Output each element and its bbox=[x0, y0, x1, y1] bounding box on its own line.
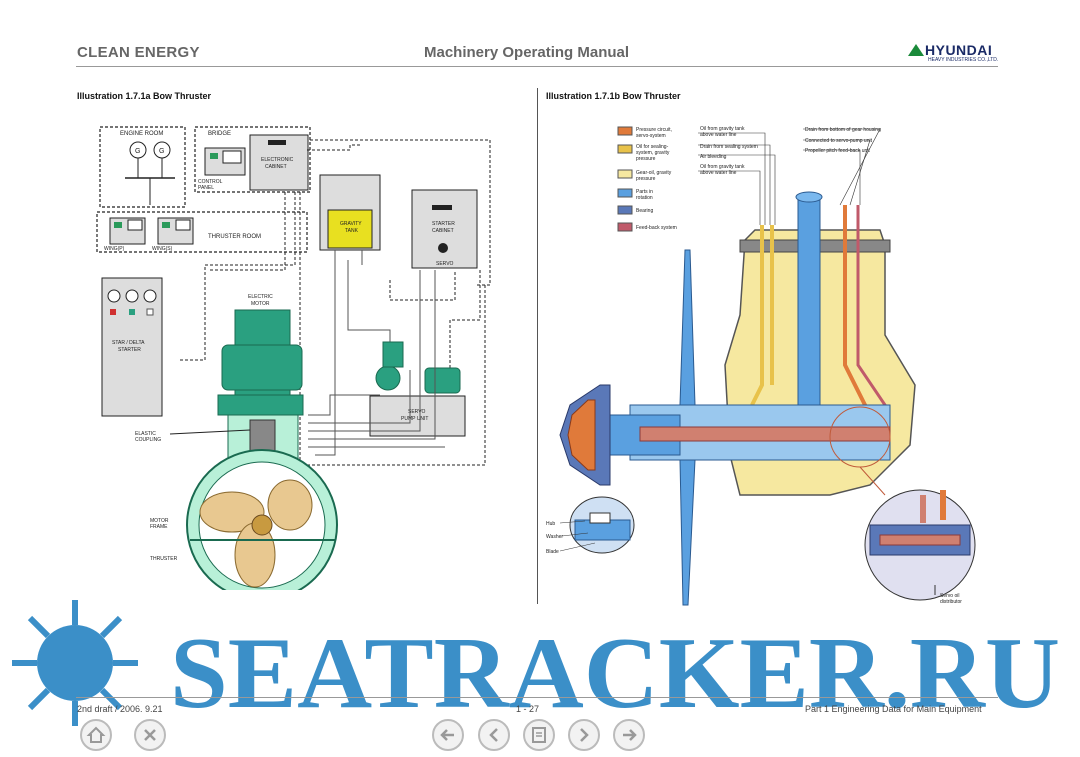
callout-air-bleeding: Air bleeding bbox=[700, 154, 727, 160]
inset-washer-label: Washer bbox=[546, 534, 563, 540]
inset-hub-label: Hub bbox=[546, 521, 555, 527]
seatracker-watermark: SEATRACKER.RU bbox=[12, 600, 1060, 730]
elastic-coupling-label-1: ELASTIC bbox=[135, 431, 156, 437]
home-icon bbox=[86, 726, 106, 743]
footer-rule bbox=[76, 697, 998, 698]
footer-section: Part 1 Engineering Data for Main Equipme… bbox=[805, 704, 982, 714]
panel-divider bbox=[537, 88, 538, 604]
control-panel-label-2: PANEL bbox=[198, 185, 214, 191]
engine-room-label: ENGINE ROOM bbox=[120, 131, 163, 137]
starter-cabinet-label-1: STARTER bbox=[432, 221, 455, 227]
motor-frame-label-2: FRAME bbox=[150, 524, 168, 530]
print-button[interactable] bbox=[523, 719, 555, 751]
electronic-cabinet-label-2: CABINET bbox=[265, 164, 287, 170]
left-illustration-title: Illustration 1.7.1a Bow Thruster bbox=[77, 91, 212, 101]
legend-bearing: Bearing bbox=[636, 208, 653, 214]
thruster-room-label: THRUSTER ROOM bbox=[208, 234, 261, 240]
close-icon bbox=[144, 729, 156, 741]
control-panel-label-1: CONTROL bbox=[198, 179, 223, 185]
callout-gravity-2b: above water line bbox=[700, 170, 737, 176]
callout-drain-sealing: Drain from sealing system bbox=[700, 144, 758, 150]
legend-rotation-1: Parts in bbox=[636, 189, 653, 195]
generator-2-label: G bbox=[159, 148, 164, 155]
legend-rotation-2: rotation bbox=[636, 195, 653, 201]
starter-cabinet-label-2: CABINET bbox=[432, 228, 454, 234]
bow-thruster-system-diagram: G G ELECTRONIC CABINET ENGINE ROOM BRIDG… bbox=[96, 126, 491, 590]
legend-pressure-1: Pressure circuit, bbox=[636, 127, 672, 133]
star-delta-label-1: STAR / DELTA bbox=[112, 340, 145, 346]
home-button[interactable] bbox=[80, 719, 112, 751]
logo-name: HYUNDAI bbox=[925, 42, 993, 58]
generator-1-label: G bbox=[135, 148, 140, 155]
header-left-title: CLEAN ENERGY bbox=[77, 44, 200, 61]
logo-subtitle: HEAVY INDUSTRIES CO.,LTD. bbox=[928, 57, 999, 63]
servo-label: SERVO bbox=[436, 261, 454, 267]
right-illustration-title: Illustration 1.7.1b Bow Thruster bbox=[546, 91, 681, 101]
header-center-title: Machinery Operating Manual bbox=[424, 44, 630, 61]
callout-feedback-unit: Propeller pitch feed-back unit bbox=[805, 148, 870, 154]
header-rule bbox=[76, 66, 998, 67]
last-page-button[interactable] bbox=[613, 719, 645, 751]
gravity-tank-label-1: GRAVITY bbox=[340, 221, 362, 227]
previous-page-icon bbox=[489, 728, 498, 742]
footer-draft: 2nd draft / 2006. 9.21 bbox=[77, 704, 163, 714]
first-page-button[interactable] bbox=[432, 719, 464, 751]
callout-gravity-1b: above water line bbox=[700, 132, 737, 138]
previous-page-button[interactable] bbox=[478, 719, 510, 751]
callout-drain-bottom: Drain from bottom of gear housing bbox=[805, 127, 881, 133]
bridge-box bbox=[194, 126, 311, 193]
thruster-label: THRUSTER bbox=[150, 556, 178, 562]
wing-p-label: WING(P) bbox=[104, 246, 125, 252]
motor-frame-label-1: MOTOR bbox=[150, 518, 169, 524]
servo-pump-label-1: SERVO bbox=[408, 409, 426, 415]
wing-s-label: WING(S) bbox=[152, 246, 173, 252]
inset-blade-label: Blade bbox=[546, 549, 559, 555]
servo-oil-label-1: Servo oil bbox=[940, 593, 959, 599]
servo-pump-label-2: PUMP UNIT bbox=[401, 416, 428, 422]
electronic-cabinet-label-1: ELECTRONIC bbox=[261, 157, 294, 163]
callout-gravity-2a: Oil from gravity tank bbox=[700, 164, 745, 170]
legend-sealing-2: system, gravity bbox=[636, 150, 670, 156]
legend-gearoil-1: Gear-oil, gravity bbox=[636, 170, 672, 176]
callout-gravity-1a: Oil from gravity tank bbox=[700, 126, 745, 132]
star-delta-label-2: STARTER bbox=[118, 347, 141, 353]
close-button[interactable] bbox=[134, 719, 166, 751]
engine-room-box bbox=[99, 126, 186, 208]
legend-sealing-1: Oil for sealing- bbox=[636, 144, 669, 150]
thruster-room-box bbox=[96, 211, 308, 253]
last-page-icon bbox=[623, 729, 637, 741]
next-page-button[interactable] bbox=[568, 719, 600, 751]
bow-thruster-section-diagram: Pressure circuit, servo-system Oil for s… bbox=[546, 126, 976, 606]
legend-sealing-3: pressure bbox=[636, 156, 656, 162]
footer-page-number: 1 - 27 bbox=[516, 704, 540, 714]
callout-servo-pump: Connected to servo-pump unit bbox=[805, 138, 873, 144]
elastic-coupling-label-2: COUPLING bbox=[135, 437, 161, 443]
bridge-label: BRIDGE bbox=[208, 131, 231, 137]
electric-motor-label-2: MOTOR bbox=[251, 301, 270, 307]
first-page-icon bbox=[440, 729, 454, 741]
gravity-tank-label-2: TANK bbox=[345, 228, 359, 234]
legend-gearoil-2: pressure bbox=[636, 176, 656, 182]
servo-oil-label-2: distributor bbox=[940, 599, 962, 605]
print-icon bbox=[532, 727, 546, 743]
hyundai-logo: HYUNDAI HEAVY INDUSTRIES CO.,LTD. bbox=[908, 42, 998, 68]
legend-feedback: Feed-back system bbox=[636, 225, 677, 231]
next-page-icon bbox=[580, 728, 589, 742]
electric-motor-label-1: ELECTRIC bbox=[248, 294, 273, 300]
legend-pressure-2: servo-system bbox=[636, 133, 666, 139]
logo-triangle-icon bbox=[908, 44, 924, 56]
